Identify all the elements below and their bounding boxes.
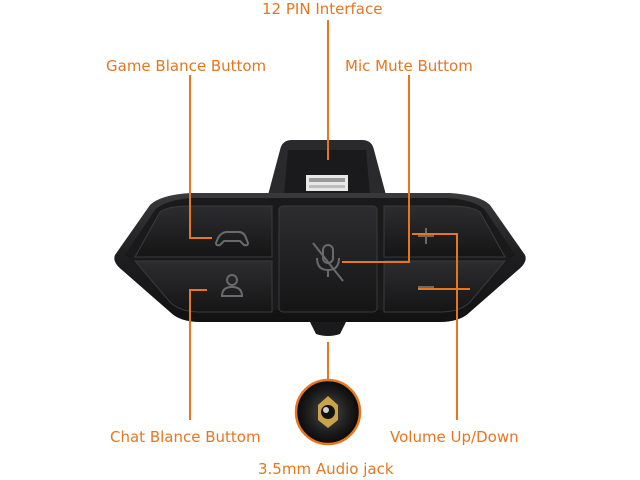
controller-icon xyxy=(214,230,250,247)
person-icon xyxy=(220,274,244,297)
leader-lines xyxy=(189,20,470,420)
audio-jack-label: 3.5mm Audio jack xyxy=(258,460,394,478)
pin-connector xyxy=(268,140,386,195)
volume-label: Volume Up/Down xyxy=(390,428,519,446)
mic-mute-label: Mic Mute Buttom xyxy=(345,57,473,75)
buttons xyxy=(133,205,507,313)
mic-muted-icon xyxy=(312,242,344,282)
audio-jack-closeup xyxy=(294,378,362,446)
jack-bump xyxy=(310,322,346,336)
chat-balance-label: Chat Blance Buttom xyxy=(110,428,261,446)
plus-icon xyxy=(418,228,434,244)
pin-interface-label: 12 PIN Interface xyxy=(262,0,383,18)
game-balance-label: Game Blance Buttom xyxy=(106,57,267,75)
